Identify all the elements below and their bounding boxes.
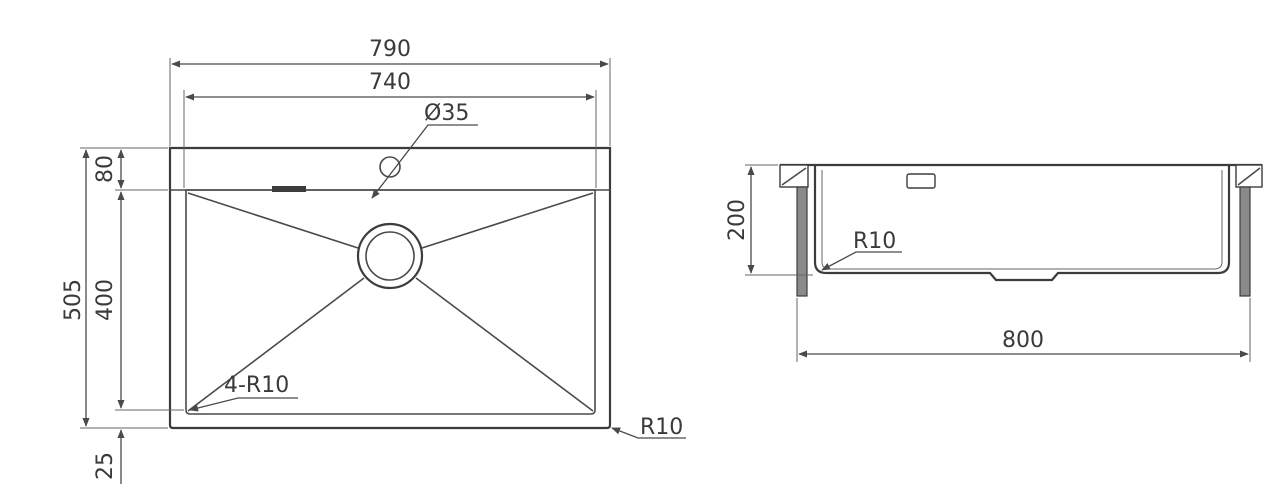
- top-view: 790 740 Ø35 505 80 400 25 4-R10 R10: [61, 37, 686, 484]
- slope-line-br: [415, 277, 594, 412]
- tap-hole: [379, 156, 401, 178]
- dim-790-label: 790: [369, 37, 411, 62]
- tap-hole-label: Ø35: [424, 101, 469, 126]
- overflow-opening: [906, 173, 936, 189]
- leader-bottom-radius: [821, 251, 902, 271]
- right-mounting-post: [1239, 186, 1251, 297]
- leader-outer-radius: [611, 427, 686, 439]
- dim-80-label: 80: [93, 155, 118, 183]
- slope-line-tr: [421, 192, 594, 249]
- left-mounting-post: [796, 186, 808, 297]
- overflow-slot: [272, 186, 306, 192]
- dim-200-label: 200: [725, 199, 750, 241]
- dim-25-label: 25: [93, 452, 118, 480]
- drain-inner: [365, 231, 415, 281]
- slope-line-tl: [187, 192, 359, 249]
- dim-400-label: 400: [93, 279, 118, 321]
- bottom-radius-label: R10: [853, 229, 896, 254]
- dim-800-label: 800: [1002, 328, 1044, 353]
- dim-505-label: 505: [61, 279, 86, 321]
- bowl-outline: [185, 189, 596, 415]
- inner-radius-label: 4-R10: [224, 373, 289, 398]
- slope-line-bl: [187, 277, 365, 412]
- outer-radius-label: R10: [640, 415, 683, 440]
- sink-outer-outline: [168, 146, 612, 430]
- drain-outer: [356, 222, 424, 290]
- side-view: 200 R10 800: [725, 163, 1263, 362]
- leader-tap-hole: [371, 124, 478, 199]
- dim-740-label: 740: [369, 70, 411, 95]
- bowl-profile: [813, 165, 1231, 282]
- bowl-inner-profile: [821, 170, 1223, 270]
- leader-inner-radius: [189, 397, 298, 412]
